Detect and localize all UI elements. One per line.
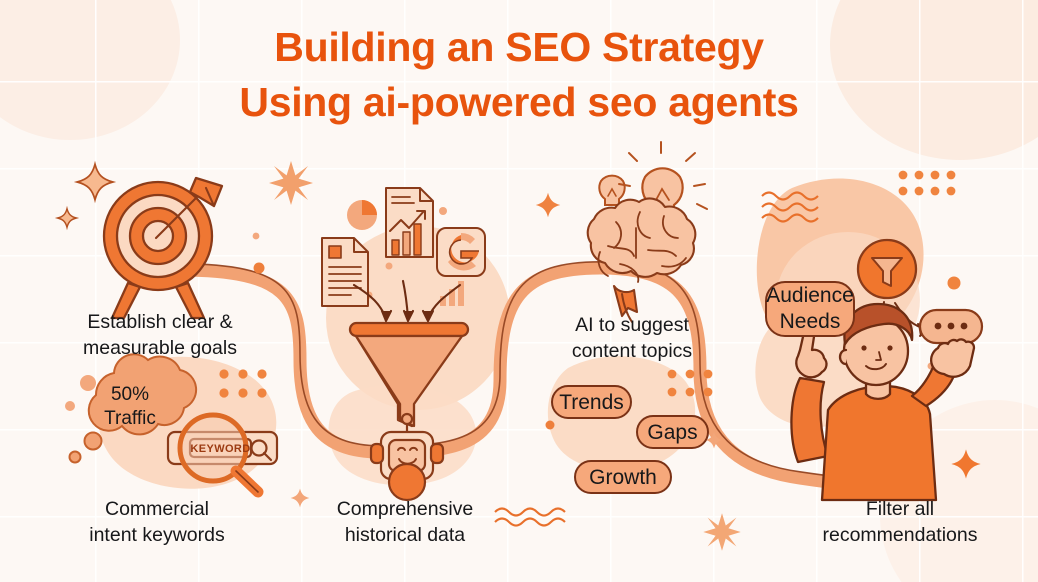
caption-goals-line2: measurable goals bbox=[83, 336, 237, 359]
caption-keywords-line1: Commercial bbox=[104, 498, 209, 520]
caption-historical-line2: historical data bbox=[344, 523, 466, 546]
brain-shape bbox=[586, 197, 697, 323]
report-chart-document-icon bbox=[385, 187, 434, 258]
document-icon bbox=[321, 237, 369, 307]
decor-dot bbox=[65, 401, 75, 411]
traffic-cloud-line1: 50% bbox=[110, 384, 150, 405]
dot-grid-icon bbox=[667, 369, 713, 397]
caption-topics-line1: AI to suggest bbox=[575, 314, 689, 336]
decor-dot bbox=[947, 276, 961, 290]
tag-growth[interactable]: Growth bbox=[574, 460, 672, 494]
page-title: Building an SEO Strategy Using ai-powere… bbox=[0, 20, 1038, 129]
traffic-cloud-line2: Traffic bbox=[104, 407, 156, 429]
tag-trends-label: Trends bbox=[559, 390, 624, 414]
decor-dot bbox=[80, 375, 96, 391]
funnel-input-arrows bbox=[352, 279, 462, 324]
caption-goals: Establish clear & measurable goals bbox=[55, 310, 265, 361]
tag-gaps[interactable]: Gaps bbox=[636, 415, 709, 449]
caption-historical-line1: Comprehensive bbox=[336, 498, 474, 520]
decor-dot bbox=[252, 232, 260, 240]
audience-sign-line2: Needs bbox=[779, 310, 841, 333]
bar-chart-icon bbox=[440, 281, 464, 306]
tag-gaps-label: Gaps bbox=[647, 420, 698, 444]
tag-trends[interactable]: Trends bbox=[551, 385, 632, 419]
caption-keywords-line2: intent keywords bbox=[89, 523, 225, 546]
caption-topics-line2: content topics bbox=[571, 339, 693, 362]
decor-dot bbox=[253, 262, 265, 274]
keyword-chip-label: KEYWORD bbox=[190, 443, 251, 455]
decor-dot bbox=[545, 420, 555, 430]
tag-growth-label: Growth bbox=[589, 465, 657, 489]
audience-sign-line1: Audience bbox=[766, 284, 854, 308]
wavy-lines-icon bbox=[761, 191, 819, 223]
dot-grid-icon bbox=[219, 369, 267, 398]
caption-goals-line1: Establish clear & bbox=[87, 311, 233, 333]
google-g-icon bbox=[436, 227, 486, 277]
audience-needs-sign[interactable]: Audience Needs bbox=[765, 281, 855, 337]
dot-grid-icon bbox=[898, 170, 956, 196]
caption-content-topics: AI to suggest content topics bbox=[527, 313, 737, 364]
caption-filter: Filter all recommendations bbox=[780, 497, 1020, 548]
wavy-lines-icon bbox=[494, 507, 566, 527]
caption-filter-line2: recommendations bbox=[822, 523, 978, 546]
connector-ribbon-outline bbox=[179, 261, 881, 481]
caption-historical-data: Comprehensive historical data bbox=[300, 497, 510, 548]
caption-filter-line1: Filter all bbox=[865, 498, 935, 520]
title-line-1: Building an SEO Strategy bbox=[274, 24, 764, 70]
decor-dot bbox=[385, 262, 393, 270]
pie-chart-icon bbox=[347, 200, 377, 230]
caption-keywords: Commercial intent keywords bbox=[52, 497, 262, 548]
decor-dot bbox=[439, 207, 447, 215]
title-line-2: Using ai-powered seo agents bbox=[239, 78, 799, 125]
traffic-cloud-text: 50% Traffic bbox=[90, 383, 170, 431]
